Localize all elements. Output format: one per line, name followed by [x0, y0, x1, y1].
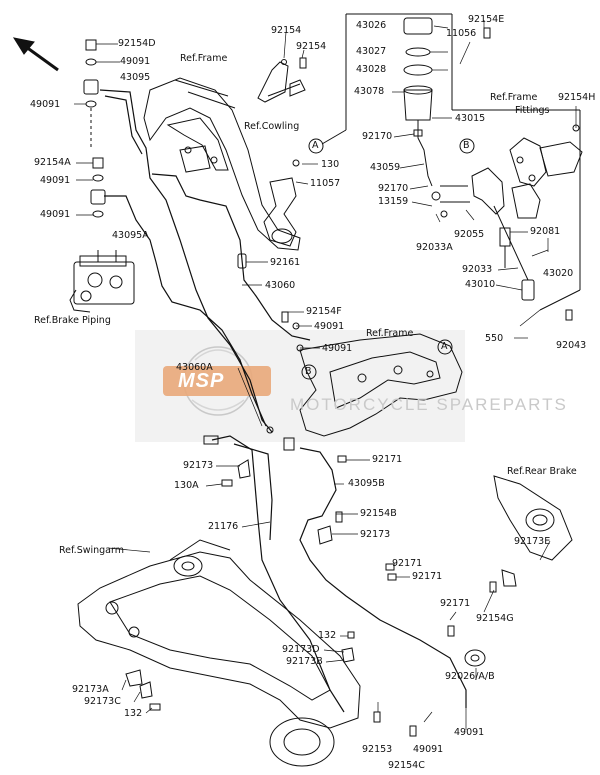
- part-label: 43028: [356, 64, 387, 75]
- part-label: 92171: [392, 558, 423, 569]
- part-label: 132: [124, 708, 143, 719]
- leader-lines: [74, 20, 577, 730]
- watermark-logo-text: MSP: [178, 370, 225, 392]
- part-label: 92026/A/B: [445, 671, 495, 682]
- part-label: 49091: [322, 343, 353, 354]
- abs-unit: [69, 250, 135, 313]
- part-label: 92173C: [84, 696, 121, 707]
- part-label: 92154G: [476, 613, 514, 624]
- swingarm: [77, 539, 361, 767]
- part-label: 43060: [265, 280, 296, 291]
- part-label: 11057: [310, 178, 341, 189]
- ref-cowling: Ref.Cowling: [244, 121, 300, 132]
- part-label: 92170: [378, 183, 409, 194]
- part-label: 92154: [296, 41, 327, 52]
- frame-fittings: [509, 124, 583, 219]
- part-label: 92154F: [306, 306, 342, 317]
- part-label: 92154E: [468, 14, 505, 25]
- part-label: 92055: [454, 229, 485, 240]
- part-label: 92171: [412, 571, 443, 582]
- part-label: 92171: [372, 454, 403, 465]
- part-label: 92154C: [388, 760, 425, 771]
- part-label: 92033: [462, 264, 493, 275]
- part-label: 43095B: [348, 478, 385, 489]
- part-label: 43060A: [176, 362, 213, 373]
- part-label: 92033A: [416, 242, 453, 253]
- part-label: 92173A: [72, 684, 109, 695]
- master-cylinder: [431, 167, 535, 301]
- marker-b-upper: B: [463, 140, 470, 151]
- part-label: 49091: [30, 99, 61, 110]
- part-label: 550: [485, 333, 504, 344]
- part-label: 49091: [454, 727, 485, 738]
- direction-arrow: [12, 37, 59, 72]
- part-label: 92173E: [514, 536, 551, 547]
- part-label: 132: [318, 630, 337, 641]
- part-label: 92173: [360, 529, 391, 540]
- part-label: 43015: [455, 113, 486, 124]
- watermark-logo: [135, 330, 465, 442]
- part-label: 92154D: [118, 38, 156, 49]
- part-label: 49091: [314, 321, 345, 332]
- part-label: 49091: [40, 209, 71, 220]
- marker-b-mid: B: [305, 366, 312, 377]
- part-label: 43026: [356, 20, 387, 31]
- reservoir-assembly: [321, 13, 581, 311]
- marker-a-mid: A: [441, 341, 448, 352]
- part-label: 92154B: [360, 508, 397, 519]
- part-label: 92161: [270, 257, 301, 268]
- part-label: 21176: [208, 521, 239, 532]
- part-label: 49091: [40, 175, 71, 186]
- part-label: 92081: [530, 226, 561, 237]
- part-label: 43078: [354, 86, 385, 97]
- part-label: 130A: [174, 480, 199, 491]
- ref-markers: [301, 138, 475, 380]
- part-label: 92153: [362, 744, 393, 755]
- marker-a-upper: A: [312, 140, 319, 151]
- left-fittings: [83, 39, 106, 218]
- ref-frame-fittings-2: Fittings: [515, 105, 550, 116]
- part-label: 92170: [362, 131, 393, 142]
- part-label: 43095A: [112, 230, 149, 241]
- bolts: [125, 27, 573, 737]
- part-label: 92173D: [282, 644, 320, 655]
- part-label: 92154A: [34, 157, 71, 168]
- part-label: 43010: [465, 279, 496, 290]
- part-label: 92171: [440, 598, 471, 609]
- part-label: 92173B: [286, 656, 323, 667]
- ref-brake-piping: Ref.Brake Piping: [34, 315, 111, 326]
- part-label: 49091: [120, 56, 151, 67]
- cowling-bracket: [257, 59, 306, 103]
- ref-swingarm: Ref.Swingarm: [59, 545, 124, 556]
- part-label: 92173: [183, 460, 214, 471]
- ref-frame-mid: Ref.Frame: [366, 328, 414, 339]
- brake-hoses: [99, 89, 467, 713]
- ref-rear-brake: Ref.Rear Brake: [507, 466, 577, 477]
- ref-frame-top: Ref.Frame: [180, 53, 228, 64]
- watermark-text: MOTORCYCLE SPAREPARTS: [290, 395, 568, 414]
- frame-upper: [143, 77, 301, 251]
- part-label: 43027: [356, 46, 387, 57]
- grommet: [464, 649, 486, 667]
- part-label: 92154H: [558, 92, 596, 103]
- rear-brake-bracket: [493, 475, 573, 587]
- part-label: 130: [321, 159, 340, 170]
- part-label: 43095: [120, 72, 151, 83]
- part-label: 49091: [413, 744, 444, 755]
- part-label: 92154: [271, 25, 302, 36]
- ref-frame-fittings-1: Ref.Frame: [490, 92, 538, 103]
- part-label: 43020: [543, 268, 574, 279]
- part-label: 92043: [556, 340, 587, 351]
- part-label: 13159: [378, 196, 409, 207]
- part-label: 11056: [446, 28, 477, 39]
- frame-mid: [299, 333, 463, 437]
- part-label: 43059: [370, 162, 401, 173]
- hose-bracket: [263, 159, 300, 247]
